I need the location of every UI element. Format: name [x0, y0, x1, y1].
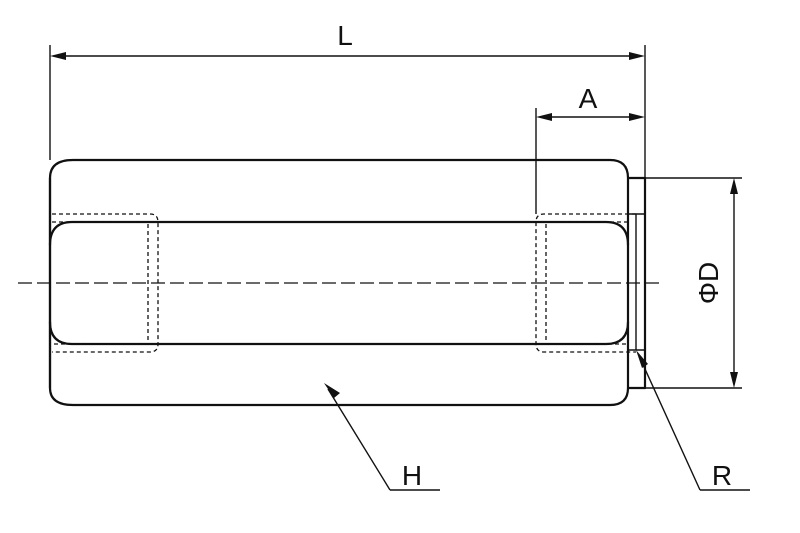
dimension-a-label: A [579, 83, 598, 114]
dimension-l [49, 45, 646, 178]
leader-r [636, 350, 750, 491]
dimension-a [535, 108, 645, 214]
dimension-d-label: ΦD [693, 262, 724, 305]
right-thread-hidden [535, 213, 636, 353]
dimension-l-label: L [337, 20, 353, 51]
leader-h [324, 383, 440, 491]
thread-label: R [712, 460, 732, 491]
dimension-d [645, 177, 742, 389]
hex-body [48, 158, 630, 407]
hex-label: H [402, 460, 422, 491]
